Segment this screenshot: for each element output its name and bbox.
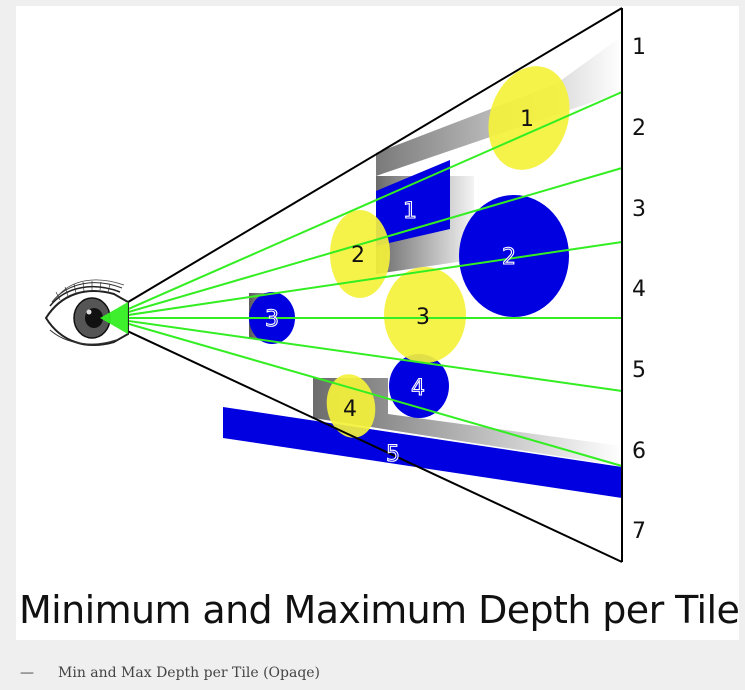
yellow-object-label: 1 [520, 107, 534, 132]
tile-line-3-4 [107, 241, 623, 319]
tile-labels: 1 2 3 4 5 6 7 [632, 35, 646, 544]
blue-object-2 [459, 195, 569, 317]
blue-object-label: 2 [502, 245, 516, 270]
yellow-object-3 [384, 267, 466, 363]
tile-line-1-2 [107, 91, 623, 319]
tile-line-2-3 [107, 167, 623, 319]
tile-label: 7 [632, 519, 646, 544]
tile-lines [107, 91, 623, 467]
blue-object-label: 3 [265, 307, 279, 332]
blue-object-label: 1 [403, 199, 417, 224]
tile-label: 3 [632, 197, 646, 222]
figure-panel: 1 2 3 4 5 6 7 1 2 3 4 1 2 3 4 5 Minimum … [16, 6, 740, 640]
diagram-title: Minimum and Maximum Depth per Tile [19, 588, 740, 632]
tile-label: 2 [632, 116, 646, 141]
yellow-object-2 [330, 210, 390, 298]
yellow-object-1 [488, 66, 570, 170]
blue-object-label: 4 [411, 376, 425, 401]
blue-object-label: 5 [386, 442, 400, 467]
tile-label: 4 [632, 277, 646, 302]
tile-label: 6 [632, 439, 646, 464]
yellow-object-label: 2 [351, 243, 365, 268]
eye-icon [44, 279, 129, 346]
blue-object-5 [223, 407, 622, 498]
caption-dash: — [20, 665, 34, 681]
figure-caption: — Min and Max Depth per Tile (Opaqe) [20, 665, 320, 681]
tile-line-6-7 [107, 317, 623, 467]
tile-line-5-6 [107, 317, 623, 392]
caption-text: Min and Max Depth per Tile (Opaqe) [58, 665, 321, 681]
tile-label: 5 [632, 358, 646, 383]
yellow-object-label: 3 [416, 305, 430, 330]
view-frustum [107, 7, 623, 563]
depth-diagram: 1 2 3 4 5 6 7 1 2 3 4 1 2 3 4 5 [44, 7, 646, 563]
yellow-object-label: 4 [343, 397, 357, 422]
blue-object-4 [389, 354, 449, 418]
yellow-object-4 [326, 374, 376, 438]
tile-label: 1 [632, 35, 646, 60]
